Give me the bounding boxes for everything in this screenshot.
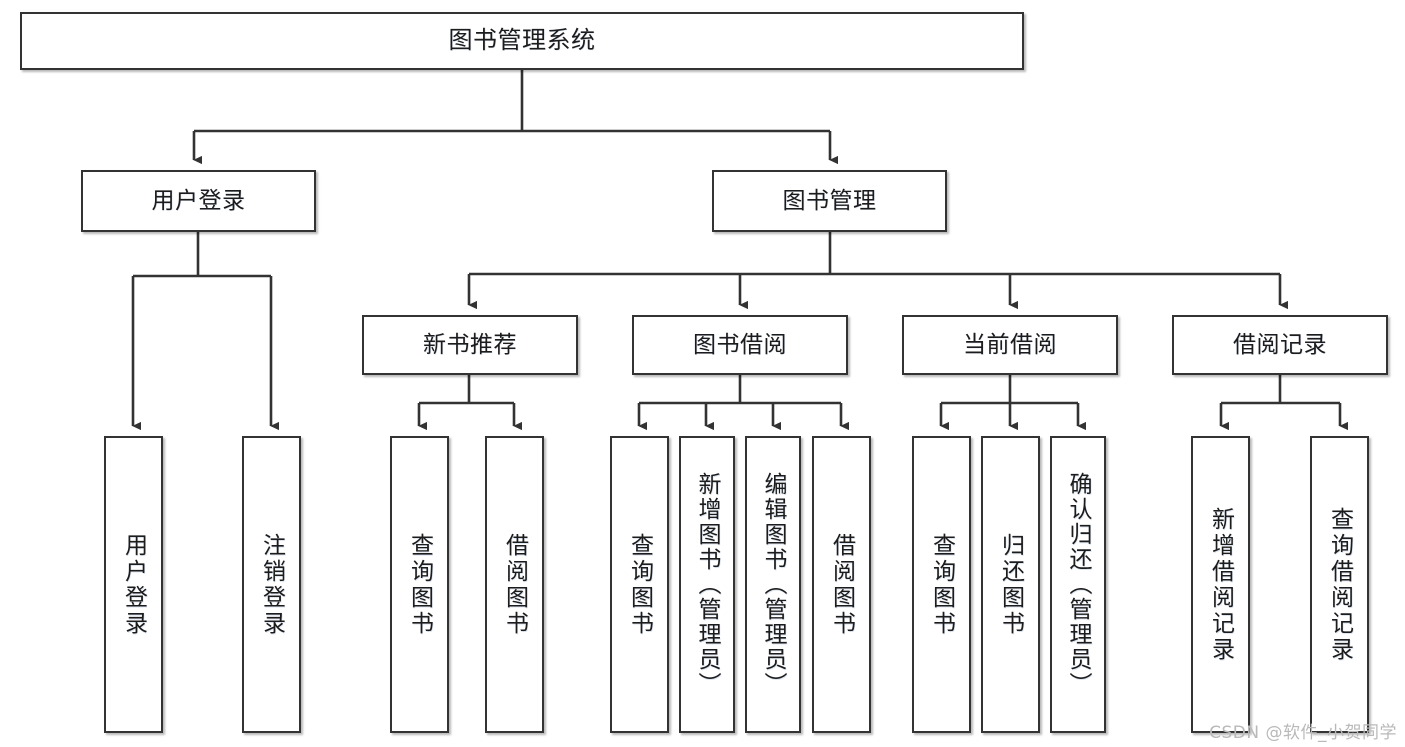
node-label: 注销登录 <box>258 532 285 637</box>
node-label: 查询借阅记录 <box>1326 506 1353 663</box>
node-borrow-record[interactable]: 借阅记录 <box>1172 315 1388 375</box>
leaf-query-book-current[interactable]: 查询图书 <box>912 436 971 733</box>
node-user-login[interactable]: 用户登录 <box>81 170 316 232</box>
csdn-watermark: CSDN @软件_小贺同学 <box>1209 723 1397 743</box>
node-label: 新增借阅记录 <box>1207 506 1234 663</box>
node-label: 查询图书 <box>626 532 653 637</box>
leaf-add-book-admin[interactable]: 新增图书（管理员） <box>679 436 735 733</box>
node-label: 用户登录 <box>151 187 246 214</box>
leaf-user-login[interactable]: 用户登录 <box>104 436 163 733</box>
node-label: 图书借阅 <box>693 331 787 358</box>
node-label: 查询图书 <box>406 532 433 637</box>
leaf-borrow-book-recommend[interactable]: 借阅图书 <box>485 436 544 733</box>
node-label: 借阅图书 <box>501 532 528 637</box>
leaf-return-book[interactable]: 归还图书 <box>981 436 1040 733</box>
leaf-logout[interactable]: 注销登录 <box>242 436 301 733</box>
node-label: 当前借阅 <box>963 331 1057 358</box>
node-label: 新增图书（管理员） <box>694 472 721 697</box>
node-label: 确认归还（管理员） <box>1065 472 1092 697</box>
leaf-borrow-book[interactable]: 借阅图书 <box>812 436 871 733</box>
leaf-query-book-borrow[interactable]: 查询图书 <box>610 436 669 733</box>
node-label: 图书管理 <box>782 187 877 214</box>
node-label: 借阅记录 <box>1233 331 1327 358</box>
node-label: 图书管理系统 <box>448 26 596 55</box>
leaf-confirm-return-admin[interactable]: 确认归还（管理员） <box>1050 436 1106 733</box>
leaf-query-borrow-record[interactable]: 查询借阅记录 <box>1310 436 1369 733</box>
node-book-borrow[interactable]: 图书借阅 <box>632 315 848 375</box>
leaf-add-borrow-record[interactable]: 新增借阅记录 <box>1191 436 1250 733</box>
leaf-query-book-recommend[interactable]: 查询图书 <box>390 436 449 733</box>
node-book-management[interactable]: 图书管理 <box>712 170 947 232</box>
node-new-book-recommend[interactable]: 新书推荐 <box>362 315 578 375</box>
node-label: 查询图书 <box>928 532 955 637</box>
node-label: 编辑图书（管理员） <box>760 472 787 697</box>
node-label: 用户登录 <box>120 532 147 637</box>
node-label: 新书推荐 <box>423 331 517 358</box>
node-current-borrow[interactable]: 当前借阅 <box>902 315 1118 375</box>
leaf-edit-book-admin[interactable]: 编辑图书（管理员） <box>745 436 801 733</box>
node-label: 借阅图书 <box>828 532 855 637</box>
node-label: 归还图书 <box>997 532 1024 637</box>
node-root-system[interactable]: 图书管理系统 <box>20 12 1024 70</box>
